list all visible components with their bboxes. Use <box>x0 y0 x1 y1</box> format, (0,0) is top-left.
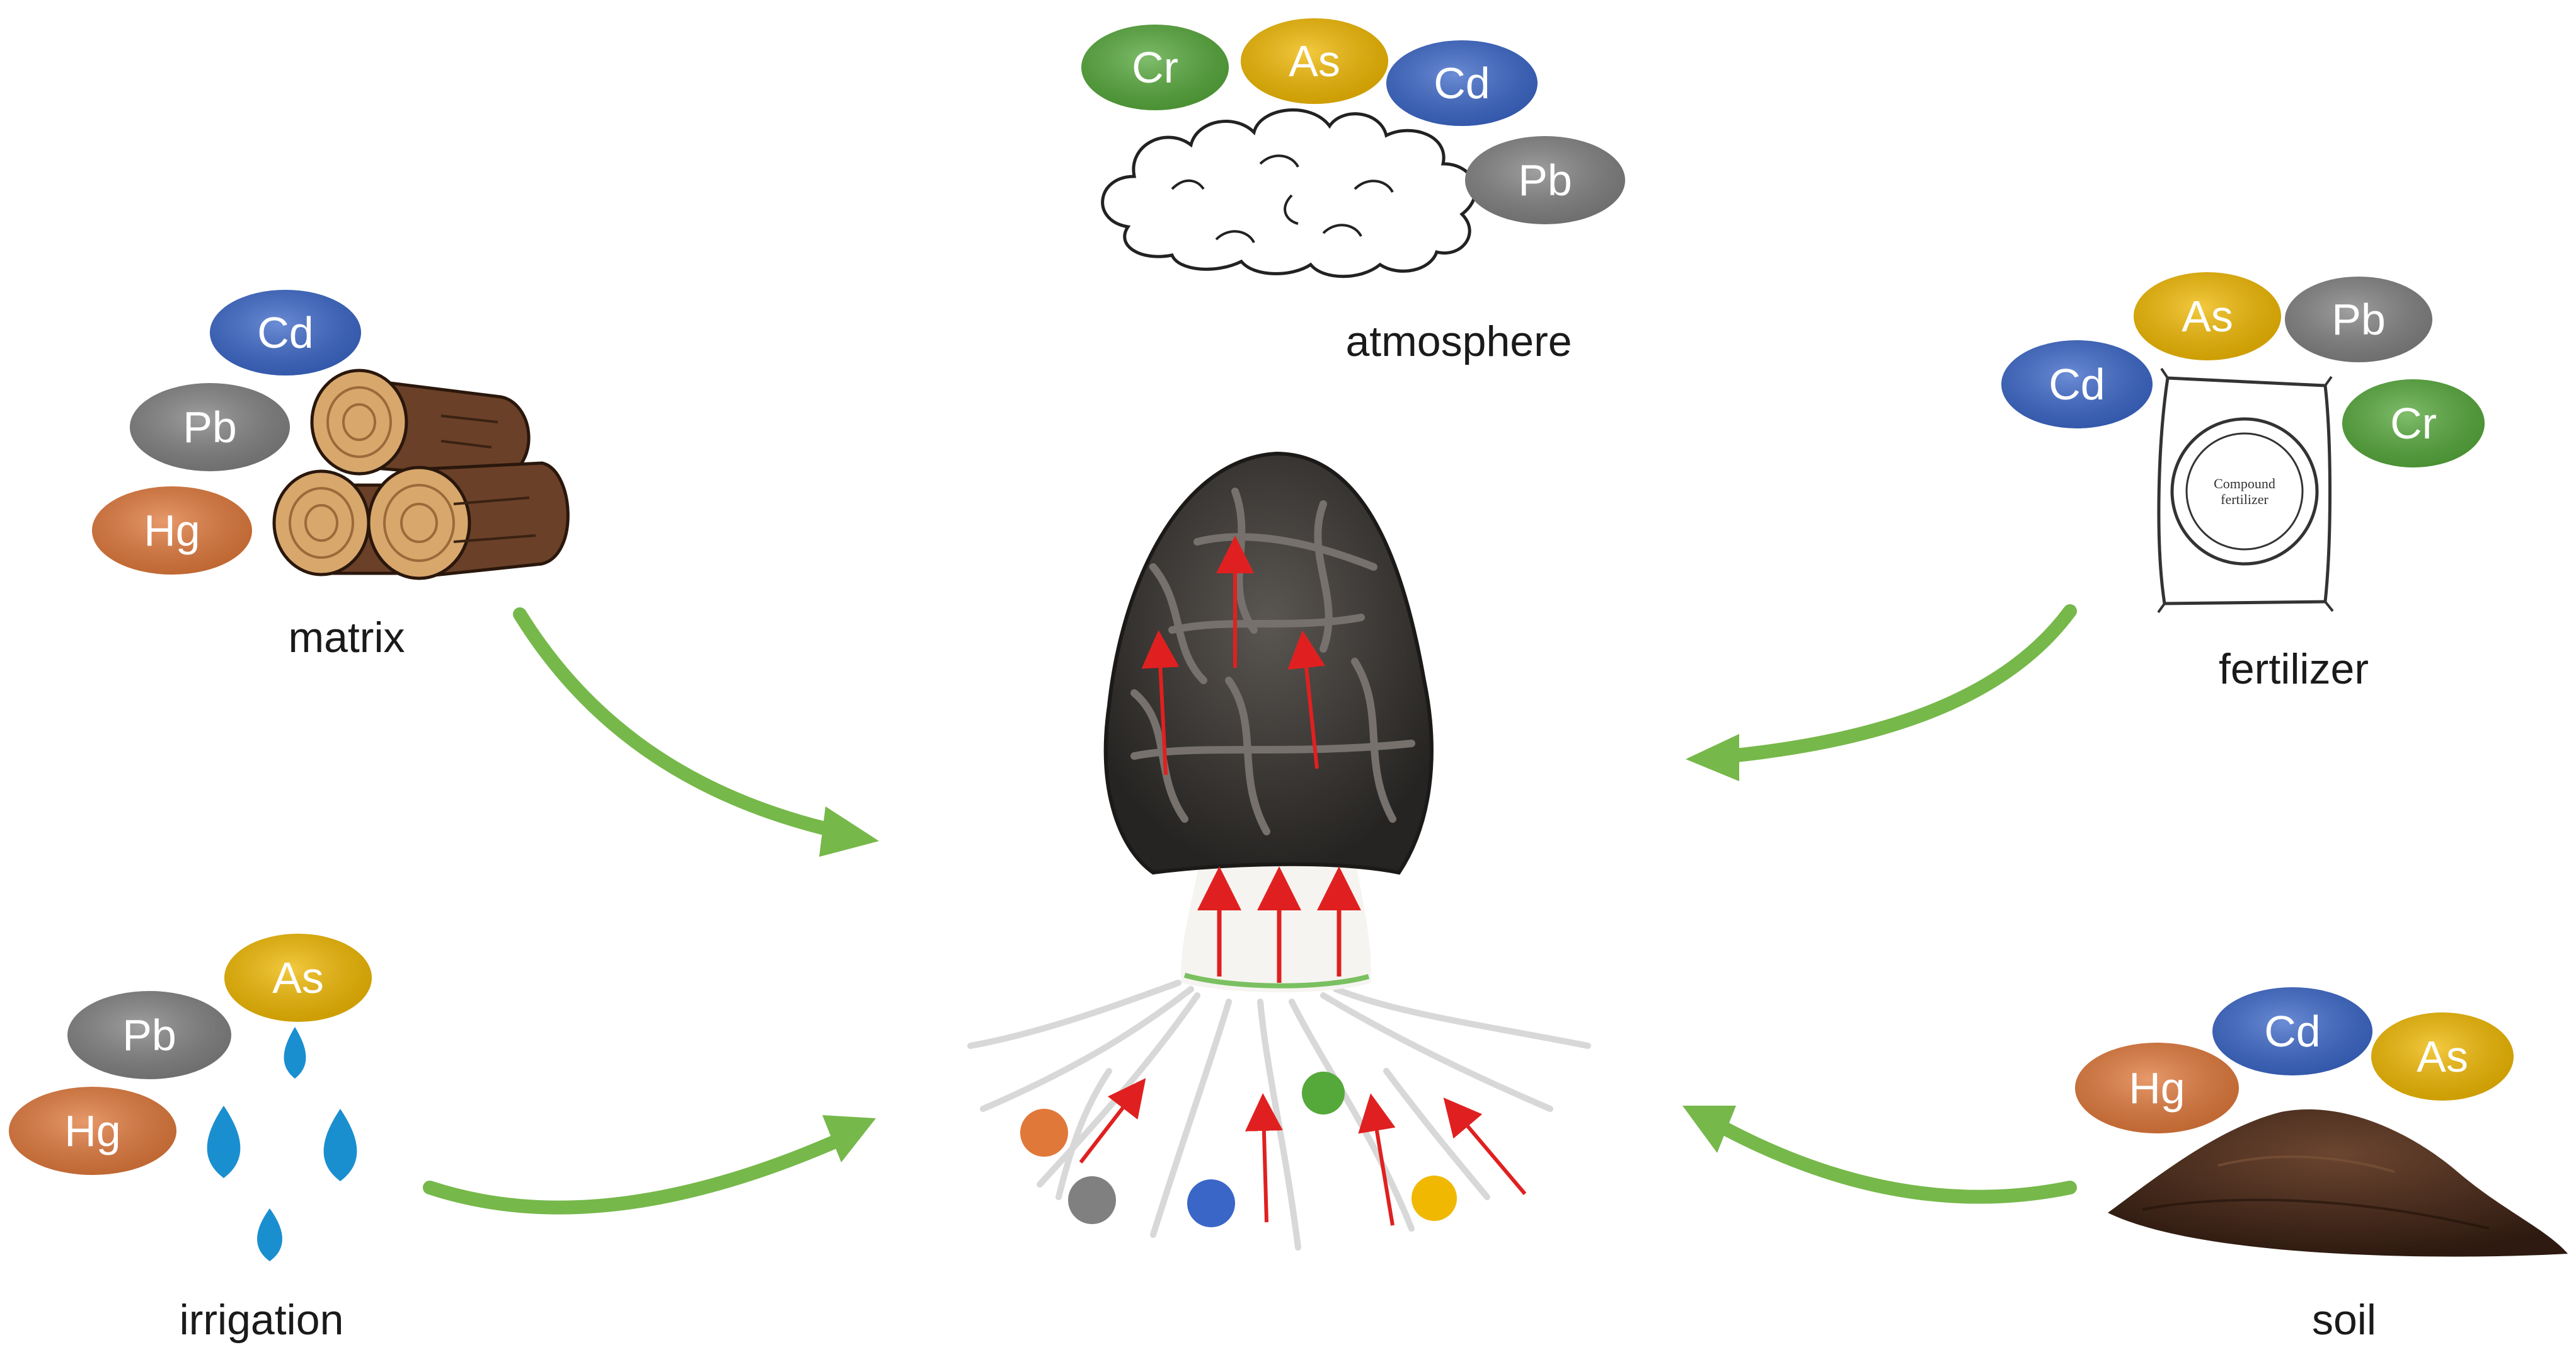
morel-mushroom-icon <box>967 451 1591 1251</box>
metal-label: As <box>2182 292 2233 341</box>
soil-group: Cd Hg As soil <box>2075 987 2568 1344</box>
metal-particle <box>1020 1109 1068 1157</box>
metal-label: Cd <box>2264 1007 2320 1056</box>
arrow-matrix-to-morel <box>513 607 879 857</box>
metal-label: Cr <box>2390 399 2437 448</box>
irrigation-group: As Pb Hg irrigation <box>9 934 372 1344</box>
metal-label: Hg <box>144 506 200 555</box>
soil-mound-icon <box>2108 1109 2568 1257</box>
arrow-soil-to-morel <box>1682 1106 2077 1204</box>
metal-particle <box>1187 1179 1235 1227</box>
metal-badge: Pb <box>67 991 231 1079</box>
metal-badge: Cd <box>1386 40 1538 126</box>
metal-label: Cr <box>1132 43 1178 92</box>
metal-badge: Hg <box>2075 1043 2239 1133</box>
metal-label: As <box>272 953 324 1002</box>
metal-label: Pb <box>122 1011 176 1060</box>
metal-label: Pb <box>183 403 237 452</box>
morel-stem <box>1181 857 1371 992</box>
atmosphere-group: Cr As Cd Pb atmosphere <box>1081 18 1625 365</box>
metal-badge: Cd <box>2001 340 2153 428</box>
metal-particle <box>1302 1072 1345 1114</box>
metal-badge: As <box>224 934 372 1022</box>
arrow-fertilizer-to-morel <box>1686 604 2077 781</box>
cloud-icon <box>1101 108 1477 278</box>
flow-arrows <box>423 604 2077 1215</box>
metal-label: Cd <box>257 308 313 357</box>
metal-badge: As <box>2134 272 2281 360</box>
metal-badge: Cr <box>1081 25 1229 110</box>
metal-badge: As <box>1241 18 1388 104</box>
metal-label: Hg <box>64 1106 120 1155</box>
metal-particle <box>1068 1176 1116 1224</box>
metal-label: Cd <box>1434 59 1490 108</box>
fertilizer-label: fertilizer <box>2219 645 2369 693</box>
fertilizer-group: Compound fertilizer As Pb Cd Cr fertiliz… <box>2001 272 2485 693</box>
atmosphere-label: atmosphere <box>1345 318 1572 365</box>
bag-text: Compound <box>2214 476 2275 491</box>
metal-label: Pb <box>2332 295 2386 344</box>
arrow-irrigation-to-morel <box>423 1115 876 1215</box>
metal-badge: Pb <box>2285 277 2432 362</box>
metal-label: As <box>1289 37 1340 86</box>
metal-particle <box>1412 1176 1457 1221</box>
metal-label: As <box>2417 1032 2468 1081</box>
morel-cap <box>1103 451 1434 875</box>
metal-particles <box>1020 1072 1457 1227</box>
matrix-label: matrix <box>288 614 405 662</box>
metal-label: Pb <box>1518 156 1572 205</box>
matrix-group: Cd Pb Hg matrix <box>92 290 570 662</box>
metal-label: Cd <box>2049 360 2105 409</box>
water-drops-icon <box>207 1027 357 1261</box>
metal-badge: Cd <box>2212 987 2372 1075</box>
metal-badge: Pb <box>130 383 290 471</box>
metal-badge: Hg <box>9 1087 176 1175</box>
metal-badge: Cd <box>210 290 361 375</box>
irrigation-label: irrigation <box>180 1296 344 1344</box>
mycelium-roots <box>967 980 1591 1251</box>
metal-badge: Hg <box>92 486 252 575</box>
uptake-arrows <box>1079 536 1527 1226</box>
metal-badge: Pb <box>1465 136 1625 224</box>
metal-badge: Cr <box>2342 379 2485 467</box>
metal-label: Hg <box>2129 1063 2185 1113</box>
bag-text: fertilizer <box>2221 491 2268 507</box>
metal-badge: As <box>2371 1012 2514 1101</box>
soil-label: soil <box>2312 1296 2376 1344</box>
log-pile-icon <box>272 369 570 580</box>
fertilizer-bag-icon: Compound fertilizer <box>2157 367 2334 614</box>
